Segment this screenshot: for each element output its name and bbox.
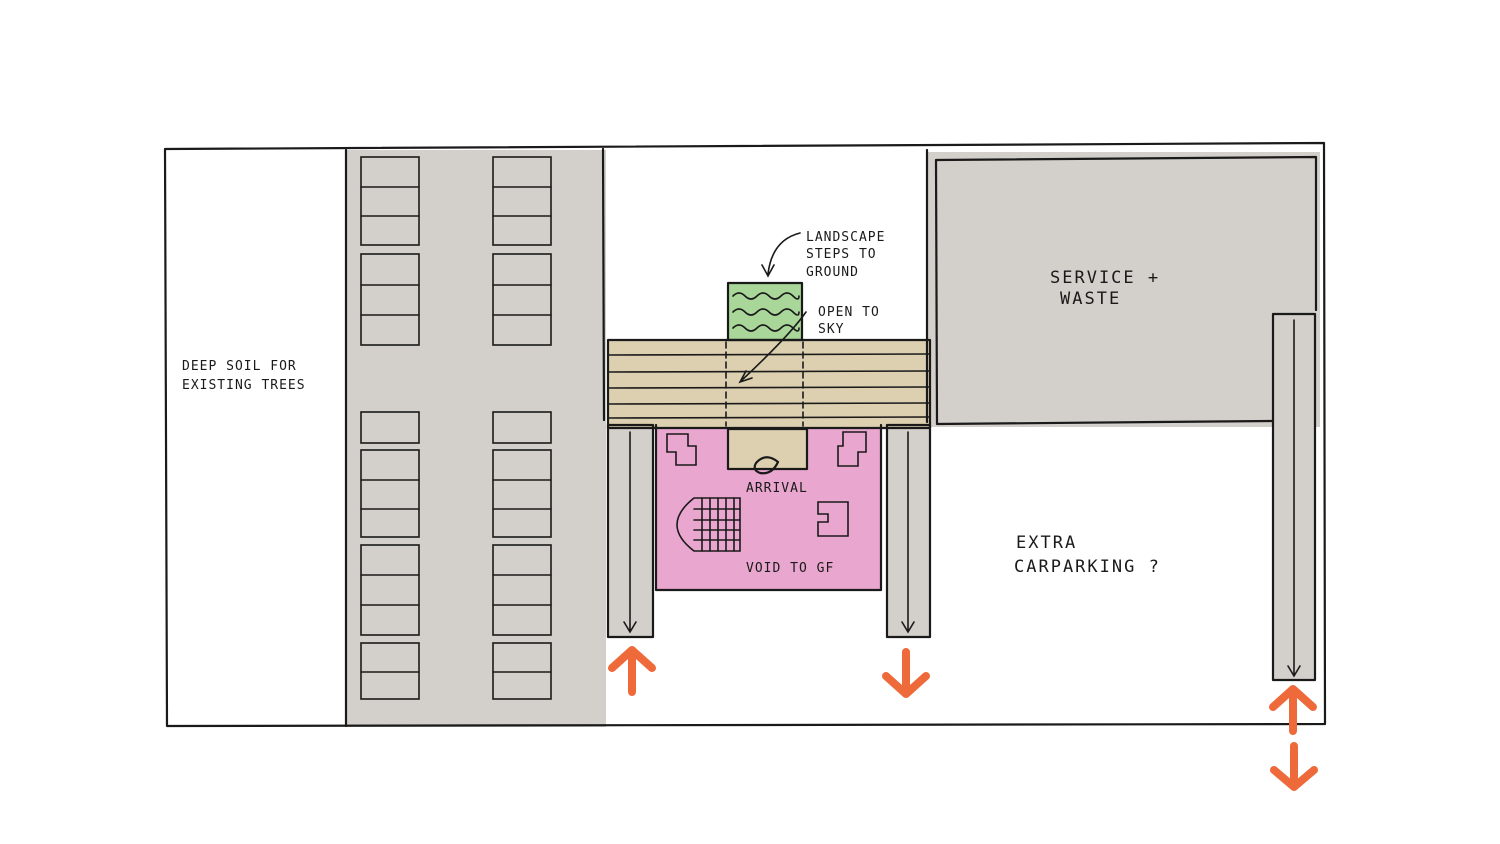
label-landscape-line3: GROUND — [806, 265, 859, 280]
parking-bays-west-col1 — [360, 156, 420, 700]
carpark-west-paving — [347, 150, 606, 727]
label-arrival: ARRIVAL — [746, 481, 808, 496]
carpark-west-edge-right — [601, 147, 606, 422]
label-service-line1: SERVICE + — [1050, 268, 1160, 288]
exit-arrow-east — [1270, 742, 1318, 791]
arrival-opening — [728, 429, 807, 469]
label-deep-soil-line2: EXISTING TREES — [182, 378, 306, 393]
label-landscape-line1: LANDSCAPE — [806, 230, 885, 245]
service-border — [934, 155, 1318, 426]
label-deep-soil-line1: DEEP SOIL FOR — [182, 359, 297, 374]
label-extra-line2: CARPARKING ? — [1014, 557, 1161, 577]
landscape-annotation-arrow — [761, 232, 801, 278]
label-service-line2: WASTE — [1060, 289, 1121, 309]
service-waste-area — [927, 152, 1320, 427]
label-landscape-line2: STEPS TO — [806, 247, 877, 262]
label-open-sky-line1: OPEN TO — [818, 305, 880, 320]
label-open-sky-line2: SKY — [818, 322, 844, 337]
parking-bays-west-col2 — [492, 156, 552, 700]
label-void: VOID TO GF — [746, 561, 834, 576]
open-sky-annotation-arrow — [738, 311, 807, 384]
landscape-outline — [726, 281, 804, 342]
driveway-outlines — [606, 312, 1317, 682]
site-boundary — [163, 141, 1327, 728]
entry-arrow-east — [1269, 685, 1317, 735]
entry-arrow-west — [608, 646, 656, 696]
void-outline — [654, 423, 883, 592]
label-extra-line1: EXTRA — [1016, 533, 1077, 553]
exit-arrow-central — [882, 648, 930, 698]
